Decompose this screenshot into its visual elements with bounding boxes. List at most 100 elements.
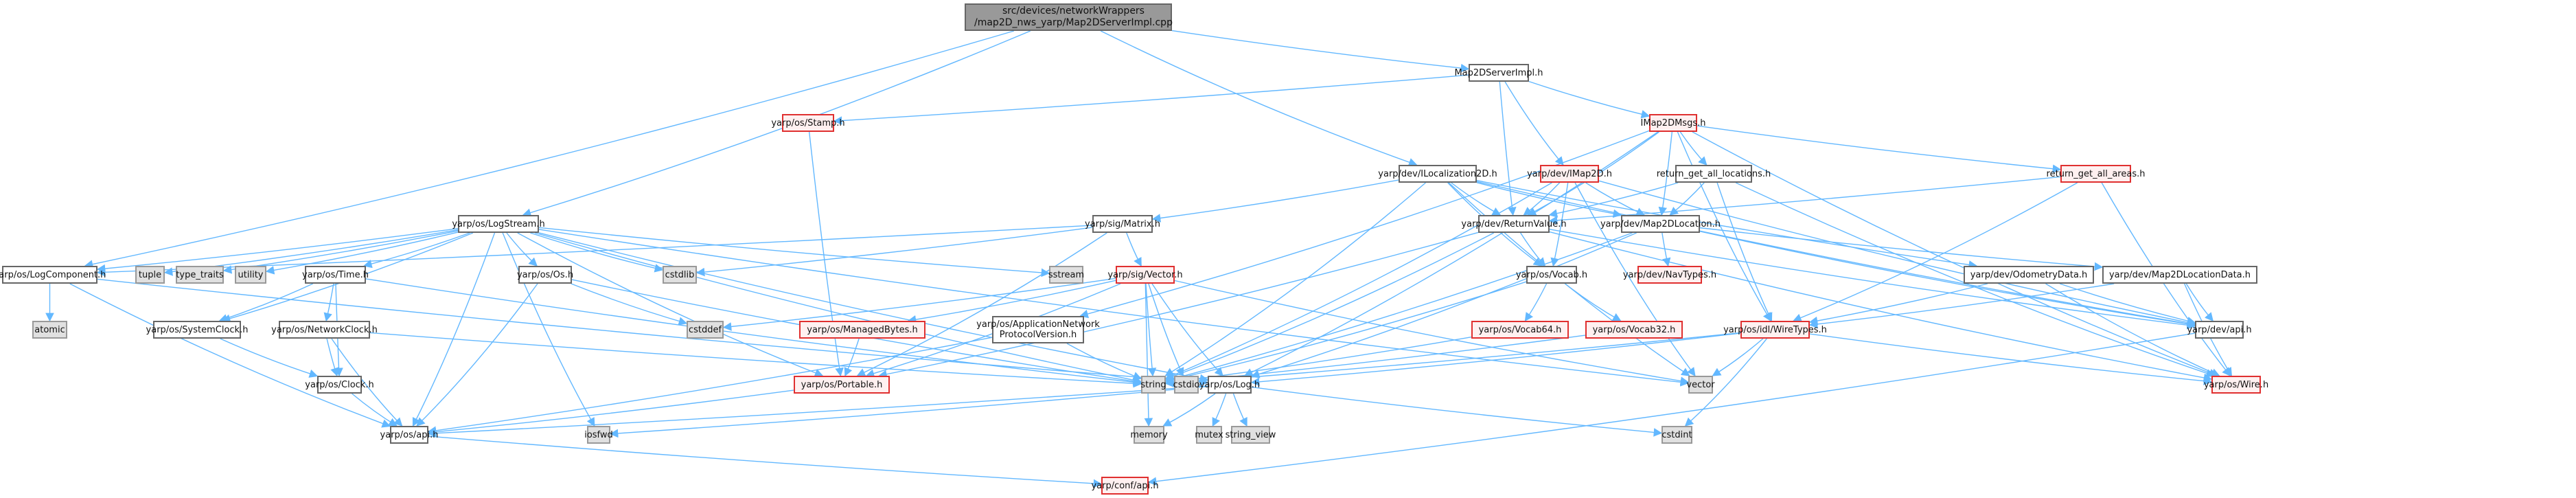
edge-vector_h-to-memory — [1144, 283, 1153, 427]
node-memory[interactable]: memory — [1130, 426, 1168, 444]
edge-os_h-to-os_api_h — [416, 283, 538, 427]
node-odometrydata-h[interactable]: yarp/dev/OdometryData.h — [1964, 266, 2094, 284]
edge-matrix_h-to-portable_h — [856, 232, 1107, 376]
node-os-api-h[interactable]: yarp/os/api.h — [380, 426, 438, 444]
node-logstream-h[interactable]: yarp/os/LogStream.h — [452, 215, 545, 233]
edge-time_h-to-networkclock_h — [323, 283, 334, 322]
node-vocab64-h[interactable]: yarp/os/Vocab64.h — [1471, 321, 1569, 339]
node-navtypes-h[interactable]: yarp/dev/NavTypes.h — [1623, 266, 1716, 284]
edge-map2dserverimpl_h-to-imap2dmsgs_h — [1528, 80, 1651, 119]
node-application-network-protocol-version-h[interactable]: yarp/os/ApplicationNetwork ProtocolVersi… — [976, 316, 1100, 343]
node-vector[interactable]: vector — [1686, 376, 1715, 394]
edge-networkclock_h-to-clock_h — [326, 338, 339, 377]
edge-log_h-to-memory — [1162, 393, 1216, 427]
edge-logstream_h-to-string — [534, 232, 1142, 385]
edge-networkclock_h-to-string — [369, 332, 1142, 388]
node-tuple[interactable]: tuple — [135, 266, 165, 284]
node-time-h[interactable]: yarp/os/Time.h — [302, 266, 369, 284]
node-root-file[interactable]: src/devices/networkWrappers /map2D_nws_y… — [965, 3, 1173, 31]
edge-matrix_h-to-cstdlib — [695, 227, 1093, 277]
edge-logcomponent_h-to-os_api_h — [69, 283, 391, 428]
node-vocab-h[interactable]: yarp/os/Vocab.h — [1516, 266, 1587, 284]
node-systemclock-h[interactable]: yarp/os/SystemClock.h — [146, 321, 248, 339]
node-string[interactable]: string — [1140, 376, 1166, 394]
edge-ilocalization2d_h-to-map2dlocation_h — [1476, 182, 1622, 218]
edge-logstream_h-to-vector — [538, 229, 1690, 387]
node-wire-h[interactable]: yarp/os/Wire.h — [2204, 376, 2268, 394]
node-cstddef[interactable]: cstddef — [687, 321, 724, 339]
node-cstdint[interactable]: cstdint — [1661, 426, 1692, 444]
edge-logstream_h-to-os_api_h — [412, 232, 496, 427]
node-managedbytes-h[interactable]: yarp/os/ManagedBytes.h — [799, 321, 925, 339]
node-wiretypes-h[interactable]: yarp/os/idl/WireTypes.h — [1723, 321, 1827, 339]
edge-imap2d_h-to-vocab_h — [1550, 182, 1569, 267]
edge-map2dserverimpl_h-to-stamp_h — [833, 74, 1469, 125]
edge-wiretypes_h-to-log_h — [1250, 332, 1741, 387]
edge-root-to-logstream_h — [522, 30, 1031, 217]
node-mutex[interactable]: mutex — [1195, 426, 1223, 444]
edge-imap2d_h-to-string — [1164, 182, 1552, 380]
edge-logstream_h-to-time_h — [363, 232, 470, 269]
edge-time_h-to-string — [365, 278, 1142, 387]
edge-os_h-to-cstddef — [571, 283, 688, 326]
edge-vocab_h-to-vocab64_h — [1524, 283, 1548, 322]
edge-vocab_h-to-vocab32_h — [1565, 283, 1622, 321]
node-log-h[interactable]: yarp/os/Log.h — [1199, 376, 1260, 394]
node-iosfwd[interactable]: iosfwd — [584, 426, 613, 444]
edge-map2dlocationdata_h-to-wiretypes_h — [1808, 283, 2115, 329]
node-cstdlib[interactable]: cstdlib — [663, 266, 697, 284]
edge-log_h-to-string_view — [1232, 393, 1247, 427]
edge-vector_h-to-log_h — [1151, 283, 1223, 376]
edge-ilocalization2d_h-to-dev_api_h — [1476, 181, 2196, 328]
edge-appnetproto_h-to-os_api_h — [427, 337, 993, 435]
edge-systemclock_h-to-clock_h — [220, 338, 319, 378]
node-string-view[interactable]: string_view — [1226, 426, 1276, 444]
node-returnvalue-h[interactable]: yarp/dev/ReturnValue.h — [1461, 215, 1567, 233]
node-cstdio[interactable]: cstdio — [1173, 376, 1199, 394]
node-portable-h[interactable]: yarp/os/Portable.h — [794, 376, 890, 394]
edge-map2dlocationdata_h-to-dev_api_h — [2185, 283, 2213, 321]
node-return-get-all-locations-h[interactable]: return_get_all_locations.h — [1657, 165, 1771, 183]
edge-wiretypes_h-to-cstdint — [1684, 338, 1767, 427]
edge-vector_h-to-cstdio — [1148, 283, 1184, 377]
node-map2dserverimpl-h[interactable]: Map2DServerImpl.h — [1454, 64, 1543, 82]
edge-vector_h-to-string — [1145, 283, 1157, 377]
edge-logstream_h-to-logcomponent_h — [96, 227, 459, 273]
node-networkclock-h[interactable]: yarp/os/NetworkClock.h — [271, 321, 378, 339]
node-return-get-all-areas-h[interactable]: return_get_all_areas.h — [2047, 165, 2145, 183]
edge-imap2d_h-to-returnvalue_h — [1523, 182, 1561, 216]
edge-map2dlocation_h-to-dev_api_h — [1699, 231, 2196, 328]
node-logcomponent-h[interactable]: yarp/os/LogComponent.h — [0, 266, 106, 284]
edge-return_get_all_areas_h-to-wiretypes_h — [1793, 182, 2078, 322]
node-map2dlocationdata-h[interactable]: yarp/dev/Map2DLocationData.h — [2102, 266, 2257, 284]
node-type-traits[interactable]: type_traits — [176, 266, 224, 284]
node-conf-api-h[interactable]: yarp/conf/api.h — [1091, 477, 1159, 495]
edge-managedbytes_h-to-portable_h — [844, 338, 860, 377]
edge-imap2dmsgs_h-to-log_h — [1243, 131, 1659, 376]
node-dev-api-h[interactable]: yarp/dev/api.h — [2187, 321, 2252, 339]
node-map2dlocation-h[interactable]: yarp/dev/Map2DLocation.h — [1600, 215, 1721, 233]
node-vocab32-h[interactable]: yarp/os/Vocab32.h — [1585, 321, 1683, 339]
edge-logstream_h-to-iosfwd — [502, 232, 595, 427]
edge-returnvalue_h-to-dev_api_h — [1549, 229, 2196, 330]
node-utility[interactable]: utility — [235, 266, 266, 284]
edge-returnvalue_h-to-portable_h — [878, 231, 1479, 378]
node-stamp-h[interactable]: yarp/os/Stamp.h — [771, 114, 845, 132]
node-sig-vector-h[interactable]: yarp/sig/Vector.h — [1107, 266, 1183, 284]
edge-vocab_h-to-string — [1164, 281, 1527, 384]
edge-map2dserverimpl_h-to-imap2d_h — [1504, 81, 1564, 166]
edge-portable_h-to-os_api_h — [427, 389, 794, 436]
node-matrix-h[interactable]: yarp/sig/Matrix.h — [1085, 215, 1160, 233]
node-sstream[interactable]: sstream — [1048, 266, 1084, 284]
edge-logstream_h-to-portable_h — [517, 232, 824, 377]
node-os-h[interactable]: yarp/os/Os.h — [517, 266, 573, 284]
edge-imap2dmsgs_h-to-map2dlocation_h — [1658, 131, 1673, 216]
edge-networkclock_h-to-os_api_h — [331, 338, 403, 427]
node-imap2d-h[interactable]: yarp/dev/IMap2D.h — [1527, 165, 1612, 183]
node-atomic[interactable]: atomic — [32, 321, 67, 339]
edge-ilocalization2d_h-to-matrix_h — [1151, 179, 1399, 223]
node-imap2dmsgs-h[interactable]: IMap2DMsgs.h — [1641, 114, 1705, 132]
node-clock-h[interactable]: yarp/os/Clock.h — [305, 376, 374, 394]
edge-vector_h-to-cstddef — [722, 278, 1116, 331]
node-ilocalization2d-h[interactable]: yarp/dev/ILocalization2D.h — [1378, 165, 1497, 183]
